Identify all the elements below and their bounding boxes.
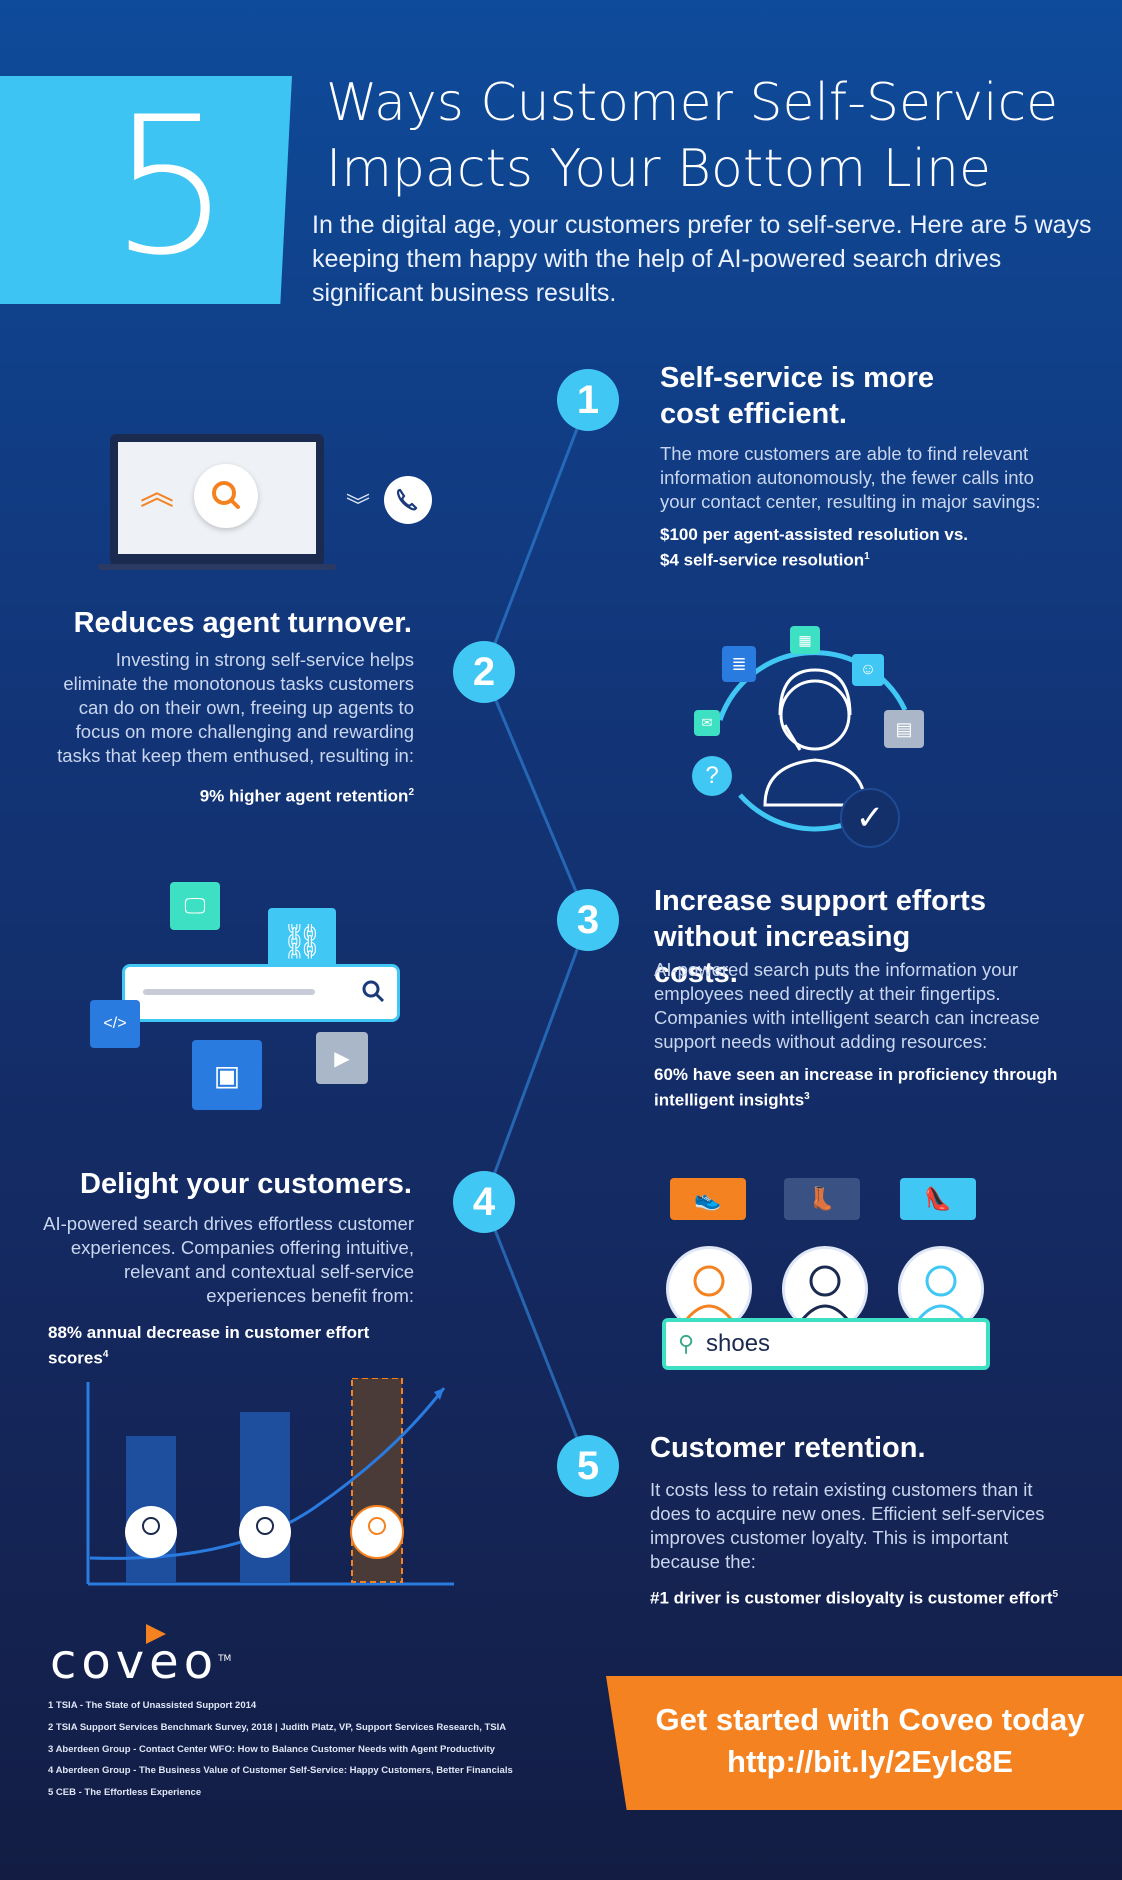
chevron-up-icon: ︽ xyxy=(140,474,174,512)
video-player-icon: ▶ xyxy=(316,1032,368,1084)
heel-icon: 👠 xyxy=(900,1178,976,1220)
step-3-title: Increase support efforts without increas… xyxy=(654,885,986,989)
step-4-title: Delight your customers. xyxy=(80,1168,412,1200)
customer-avatar-orange xyxy=(666,1246,752,1332)
boot-icon: 👢 xyxy=(784,1178,860,1220)
cta-headline: Get started with Coveo today xyxy=(655,1702,1085,1737)
chat-icon: ▤ xyxy=(884,710,924,748)
search-bar-illustration xyxy=(122,964,400,1022)
customer-avatar-blue xyxy=(898,1246,984,1332)
checkmark-icon: ✓ xyxy=(840,788,900,848)
calendar-icon: ▦ xyxy=(790,626,820,654)
cta-link[interactable]: http://bit.ly/2Eylc8E xyxy=(727,1744,1013,1779)
footnote-3: 3 Aberdeen Group - Contact Center WFO: H… xyxy=(48,1744,495,1755)
sneaker-icon: 👟 xyxy=(670,1178,746,1220)
hero-number: 5 xyxy=(110,76,231,297)
shoe-search-input[interactable]: ⚲ shoes xyxy=(662,1318,990,1370)
effort-chart-illustration xyxy=(86,1378,454,1586)
search-icon xyxy=(362,980,385,1003)
laptop-base xyxy=(98,564,336,570)
footnote-1: 1 TSIA - The State of Unassisted Support… xyxy=(48,1700,257,1711)
mail-icon: ✉ xyxy=(694,710,720,736)
step-2-title: Reduces agent turnover. xyxy=(73,607,412,639)
step-4-number: 4 xyxy=(453,1171,515,1233)
footnote-2: 2 TSIA Support Services Benchmark Survey… xyxy=(48,1722,507,1733)
code-chat-icon: </> xyxy=(90,1000,140,1048)
search-icon: ⚲ xyxy=(678,1331,695,1356)
document-icon: ≣ xyxy=(722,646,756,682)
question-icon: ? xyxy=(692,756,732,796)
intro-text: In the digital age, your customers prefe… xyxy=(312,211,1092,307)
step-1-body: The more customers are able to find rele… xyxy=(660,443,1041,512)
step-5-stat: #1 driver is customer disloyalty is cust… xyxy=(650,1588,1059,1608)
step-2-stat: 9% higher agent retention2 xyxy=(199,786,414,806)
logo-mark xyxy=(146,1624,166,1644)
step-3-stat: 60% have seen an increase in proficiency… xyxy=(654,1065,1058,1110)
step-5-title: Customer retention. xyxy=(650,1432,926,1464)
footnote-4: 4 Aberdeen Group - The Business Value of… xyxy=(48,1765,513,1776)
step-1-title: Self-service is more cost efficient. xyxy=(660,362,935,430)
step-5-number: 5 xyxy=(557,1435,619,1497)
cta-banner[interactable]: Get started with Coveo today http://bit.… xyxy=(606,1676,1122,1810)
footnote-5: 5 CEB - The Effortless Experience xyxy=(48,1787,202,1798)
search-icon xyxy=(194,464,258,528)
step-4-stat: 88% annual decrease in customer effort s… xyxy=(48,1323,370,1368)
step-3-number: 3 xyxy=(557,889,619,951)
monitor-icon: 🖵 xyxy=(170,882,220,930)
page-title: Ways Customer Self-Service Impacts Your … xyxy=(326,73,1059,199)
step-5-body: It costs less to retain existing custome… xyxy=(650,1479,1045,1572)
customer-avatar-navy xyxy=(782,1246,868,1332)
user-icon: ☺ xyxy=(852,654,884,686)
video-lesson-icon: ▣ xyxy=(192,1040,262,1110)
laptop-illustration: ︽ xyxy=(110,434,324,566)
step-2-number: 2 xyxy=(453,641,515,703)
phone-icon xyxy=(384,476,432,524)
step-1-stat: $100 per agent-assisted resolution vs. $… xyxy=(660,525,969,570)
step-1-number: 1 xyxy=(557,369,619,431)
step-2-body: Investing in strong self-service helps e… xyxy=(57,649,414,766)
step-3-body: AI-powered search puts the information y… xyxy=(654,959,1040,1052)
hero-number-block xyxy=(0,76,292,304)
step-4-body: AI-powered search drives effortless cust… xyxy=(43,1213,414,1306)
chevron-down-icon: ︾ xyxy=(346,493,370,520)
coveo-logo: coveoTM xyxy=(50,1634,232,1690)
